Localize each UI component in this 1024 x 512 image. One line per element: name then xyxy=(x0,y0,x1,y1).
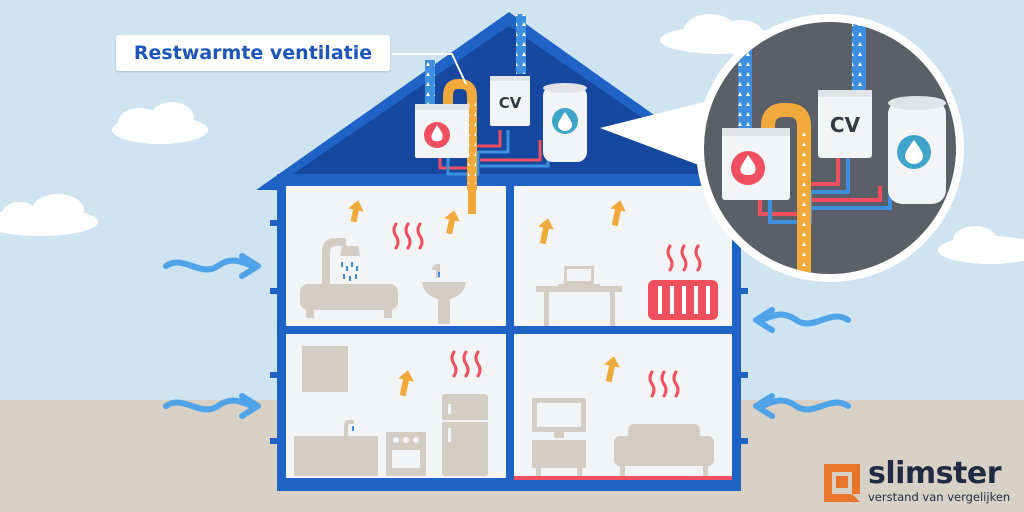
zoom-pointer xyxy=(600,100,712,170)
wind-arrow-left-lower xyxy=(163,393,261,419)
up-arrow-icon xyxy=(604,356,620,383)
cv-unit: CV xyxy=(490,76,530,126)
brand-tagline: verstand van vergelijken xyxy=(868,490,1011,504)
wind-arrow-right-upper xyxy=(753,307,851,333)
heat-waves-office xyxy=(666,244,702,272)
tv-cabinet xyxy=(532,440,586,476)
water-drop-icon xyxy=(558,112,572,131)
up-arrow-icon xyxy=(538,218,554,245)
cloud-left xyxy=(112,102,208,144)
brand-logo-icon xyxy=(824,464,860,502)
sink-tap-water xyxy=(438,272,440,277)
kitchen-tap-water xyxy=(352,426,354,431)
heat-waves-kitchen xyxy=(450,350,482,378)
brand-logo[interactable]: slimster verstand van vergelijken xyxy=(824,456,1020,508)
kitchen-counter xyxy=(294,436,378,476)
attic-floor xyxy=(277,174,741,184)
zoom-flame-icon xyxy=(740,155,756,175)
sofa xyxy=(614,424,714,476)
kitchen-tap xyxy=(344,420,354,436)
tv xyxy=(532,398,586,438)
stove xyxy=(386,432,426,476)
floor-heating-strip xyxy=(514,476,732,480)
kitchen-cabinet xyxy=(302,346,348,392)
up-arrow-icon xyxy=(610,200,626,227)
heat-waves-living xyxy=(648,370,680,398)
flame-icon xyxy=(431,125,443,142)
heat-waves-bathroom xyxy=(392,222,424,250)
up-arrow-icon xyxy=(398,370,414,397)
shower-water xyxy=(341,262,358,281)
ventilation-duct xyxy=(443,79,477,190)
up-arrow-icon xyxy=(444,210,460,235)
fridge xyxy=(442,394,488,476)
ventilation-duct-into-room xyxy=(468,184,476,214)
bathtub xyxy=(300,238,398,318)
wind-arrow-right-lower xyxy=(753,393,851,419)
attic-vent-pipe-mid xyxy=(516,14,526,74)
zoom-water-drop-icon xyxy=(905,140,923,164)
laptop xyxy=(558,266,600,287)
desk xyxy=(536,286,622,326)
cloud-left-low xyxy=(0,194,98,236)
house-ground-strip xyxy=(277,478,741,491)
up-arrow-icon xyxy=(348,200,364,223)
cloud-right xyxy=(938,226,1024,264)
zoom-cv-label: CV xyxy=(830,113,861,137)
boiler-unit xyxy=(415,104,469,158)
wind-arrow-left-upper xyxy=(163,253,261,279)
attic-vent-pipe-left xyxy=(425,60,435,110)
callout-leader xyxy=(392,53,467,85)
cv-label: CV xyxy=(499,94,522,112)
ventilation-duct-flow xyxy=(468,100,476,190)
brand-name: slimster xyxy=(868,456,1002,491)
callout-label: Restwarmte ventilatie xyxy=(116,35,390,71)
sink xyxy=(422,264,466,324)
radiator xyxy=(648,280,718,320)
